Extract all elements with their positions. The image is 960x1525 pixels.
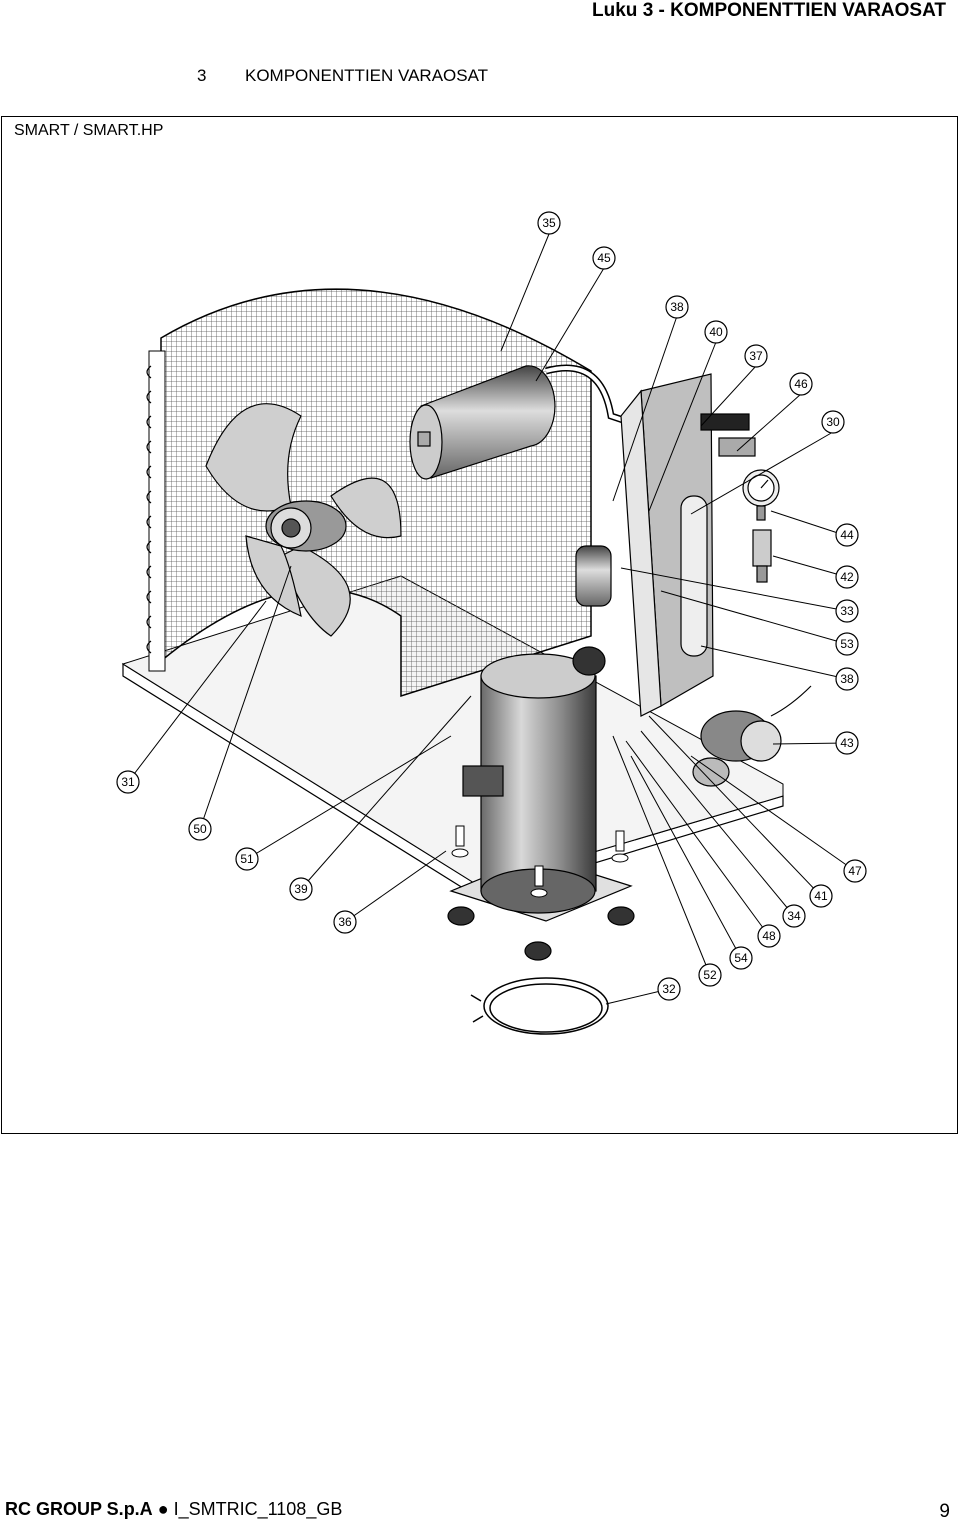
pressure-gauge <box>742 469 780 521</box>
compressor-feet <box>447 906 635 961</box>
compressor <box>449 646 633 922</box>
callout-label: 40 <box>709 325 723 339</box>
callout-label: 46 <box>794 377 808 391</box>
callout-label: 34 <box>787 909 801 923</box>
fan <box>205 403 402 637</box>
callout-label: 42 <box>840 570 854 584</box>
hose-clamp <box>470 977 609 1035</box>
callout-label: 54 <box>734 951 748 965</box>
valve-fitting <box>752 529 772 583</box>
callout-label: 38 <box>670 300 684 314</box>
company-name: RC GROUP S.p.A <box>5 1499 153 1519</box>
heat-exchanger <box>620 373 714 717</box>
coil-bends <box>146 365 152 654</box>
receiver-tank <box>409 365 556 480</box>
page-number: 9 <box>939 1501 950 1522</box>
callout-label: 48 <box>762 929 776 943</box>
section-title: KOMPONENTTIEN VARAOSAT <box>245 66 489 85</box>
figure-frame <box>1 116 958 1134</box>
callout-label: 51 <box>240 852 254 866</box>
callout-label: 47 <box>848 864 862 878</box>
callout-label: 38 <box>840 672 854 686</box>
callout-label: 31 <box>121 775 135 789</box>
callout-label: 39 <box>294 882 308 896</box>
callout-label: 53 <box>840 637 854 651</box>
mounting-bolts <box>451 825 629 898</box>
section-number: 3 <box>197 66 207 85</box>
model-label: SMART / SMART.HP <box>14 122 164 139</box>
callout-label: 52 <box>703 968 717 982</box>
callout-label: 44 <box>840 528 854 542</box>
callout-label: 30 <box>826 415 840 429</box>
callout-label: 45 <box>597 251 611 265</box>
bullet-separator: ● <box>157 1499 169 1519</box>
callout-label: 41 <box>814 889 828 903</box>
filter-drier <box>575 545 612 607</box>
exploded-parts-diagram: 35 45 38 40 37 46 30 44 42 33 53 38 43 4… <box>116 211 867 1035</box>
callout-label: 50 <box>193 822 207 836</box>
chapter-header: Luku 3 - KOMPONENTTIEN VARAOSAT <box>592 0 946 21</box>
callout-label: 36 <box>338 915 352 929</box>
callout-circles <box>116 211 867 1001</box>
callout-label: 33 <box>840 604 854 618</box>
footer: RC GROUP S.p.A ● I_SMTRIC_1108_GB <box>5 1499 342 1520</box>
document-code: I_SMTRIC_1108_GB <box>173 1499 343 1519</box>
callout-label: 37 <box>749 349 763 363</box>
callout-label: 43 <box>840 736 854 750</box>
callout-label: 32 <box>662 982 676 996</box>
circulation-pump <box>692 685 812 787</box>
section-heading: 3 KOMPONENTTIEN VARAOSAT <box>197 66 488 86</box>
coil-end-plate <box>148 350 166 672</box>
callout-label: 35 <box>542 216 556 230</box>
